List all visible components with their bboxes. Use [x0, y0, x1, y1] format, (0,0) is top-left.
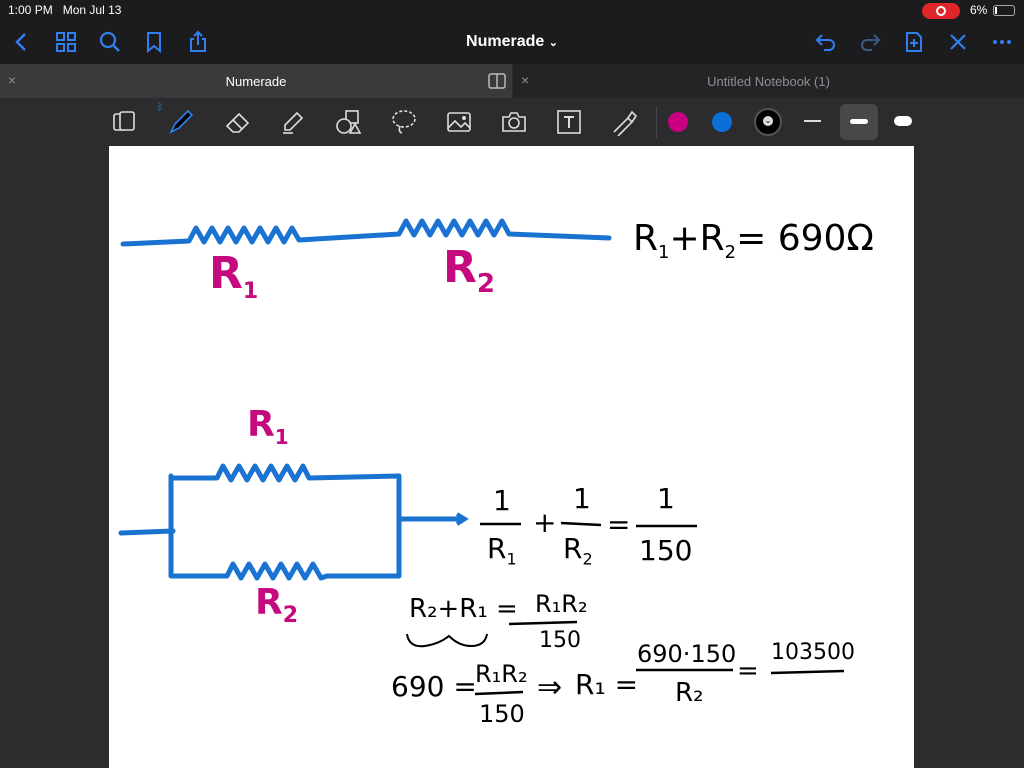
- step3-numerator2: 690·150: [637, 640, 737, 668]
- r1-series-label: R1: [209, 248, 259, 304]
- series-circuit-wire: [120, 218, 612, 247]
- document-title[interactable]: Numerade ⌄: [466, 33, 558, 50]
- step3-equals: =: [737, 656, 759, 686]
- share-icon[interactable]: [186, 30, 210, 54]
- step3-denominator: 150: [479, 700, 525, 728]
- canvas-gutter-left: [0, 146, 109, 768]
- parallel-eq-den1: R1: [487, 532, 517, 569]
- image-icon[interactable]: [445, 108, 473, 136]
- step3-lhs: 690 =: [391, 670, 477, 703]
- tab-bar: × Numerade × Untitled Notebook (1): [0, 64, 1024, 98]
- battery-percent: 6%: [970, 3, 988, 17]
- parallel-eq-den2: R2: [563, 532, 593, 569]
- parallel-eq-num2: 1: [573, 482, 591, 515]
- shapes-icon[interactable]: [334, 108, 362, 136]
- canvas-gutter-right: [914, 146, 1024, 768]
- nav-bar: Numerade ⌄: [0, 22, 1024, 64]
- handwritten-drawing: [118, 218, 845, 696]
- color-swatch-magenta[interactable]: [668, 112, 688, 132]
- search-icon[interactable]: [98, 30, 122, 54]
- redo-icon[interactable]: [858, 30, 882, 54]
- step3-denominator2: R₂: [675, 678, 704, 708]
- highlighter-icon[interactable]: [279, 108, 307, 136]
- stroke-width-thick[interactable]: [894, 116, 912, 126]
- parallel-eq-equals: =: [607, 508, 631, 541]
- fraction-bar: [474, 521, 845, 696]
- arrow-tip: [455, 512, 469, 526]
- tab-untitled-notebook[interactable]: × Untitled Notebook (1): [513, 64, 1024, 98]
- eraser-icon[interactable]: [224, 108, 252, 136]
- toolbar-divider: [656, 106, 657, 138]
- notebook-page[interactable]: R1 R2 R1+R2= 690Ω R1 R2 1 R1 + 1 R2 = 1 …: [109, 146, 914, 768]
- stroke-width-thin[interactable]: [804, 120, 821, 122]
- color-swatch-black-selected[interactable]: ⌄: [754, 108, 782, 136]
- parallel-eq-num3: 1: [657, 482, 675, 515]
- bluetooth-icon: ᛒ: [157, 102, 163, 113]
- parallel-circuit-wire: [118, 463, 467, 581]
- back-icon[interactable]: [10, 30, 34, 54]
- stroke-width-medium-selected[interactable]: [840, 104, 878, 140]
- r2-series-label: R2: [443, 242, 495, 299]
- split-view-icon[interactable]: [488, 72, 506, 95]
- close-tab-icon[interactable]: ×: [8, 72, 17, 88]
- parallel-eq-plus: +: [533, 506, 557, 539]
- close-tab-icon[interactable]: ×: [521, 72, 530, 88]
- step3-result: 103500: [771, 640, 855, 665]
- chevron-down-icon: ⌄: [548, 37, 558, 49]
- parallel-eq-den3: 150: [639, 534, 693, 567]
- text-icon[interactable]: [555, 108, 583, 136]
- underbrace: [406, 633, 488, 648]
- screen-recording-indicator[interactable]: [922, 3, 960, 19]
- r2-parallel-label: R2: [255, 582, 299, 629]
- step3-r1: R₁ =: [575, 668, 639, 701]
- status-time: 1:00 PM Mon Jul 13: [8, 3, 122, 17]
- undo-icon[interactable]: [814, 30, 838, 54]
- tab-numerade[interactable]: × Numerade: [0, 64, 512, 98]
- close-icon[interactable]: [946, 30, 970, 54]
- camera-icon[interactable]: [500, 108, 528, 136]
- grid-icon[interactable]: [54, 30, 78, 54]
- add-page-icon[interactable]: [902, 30, 926, 54]
- step3-numerator: R₁R₂: [475, 660, 528, 688]
- chevron-down-icon: ⌄: [763, 116, 773, 126]
- bookmark-icon[interactable]: [142, 30, 166, 54]
- parallel-eq-num1: 1: [493, 484, 511, 517]
- battery-icon: [993, 5, 1015, 16]
- color-swatch-blue[interactable]: [712, 112, 732, 132]
- pen-icon[interactable]: [167, 108, 195, 136]
- series-equation: R1+R2= 690Ω: [633, 218, 874, 264]
- page-mode-icon[interactable]: [110, 108, 138, 136]
- implies-arrow: ⇒: [537, 670, 563, 705]
- lasso-icon[interactable]: [390, 108, 418, 136]
- more-icon[interactable]: [990, 30, 1014, 54]
- status-bar: 1:00 PM Mon Jul 13 6%: [0, 0, 1024, 22]
- step2-lhs: R₂+R₁ =: [409, 594, 518, 624]
- r1-parallel-label: R1: [247, 404, 289, 450]
- laser-pointer-icon[interactable]: [610, 108, 638, 137]
- step2-denominator: 150: [539, 628, 581, 653]
- step2-numerator: R₁R₂: [535, 590, 588, 618]
